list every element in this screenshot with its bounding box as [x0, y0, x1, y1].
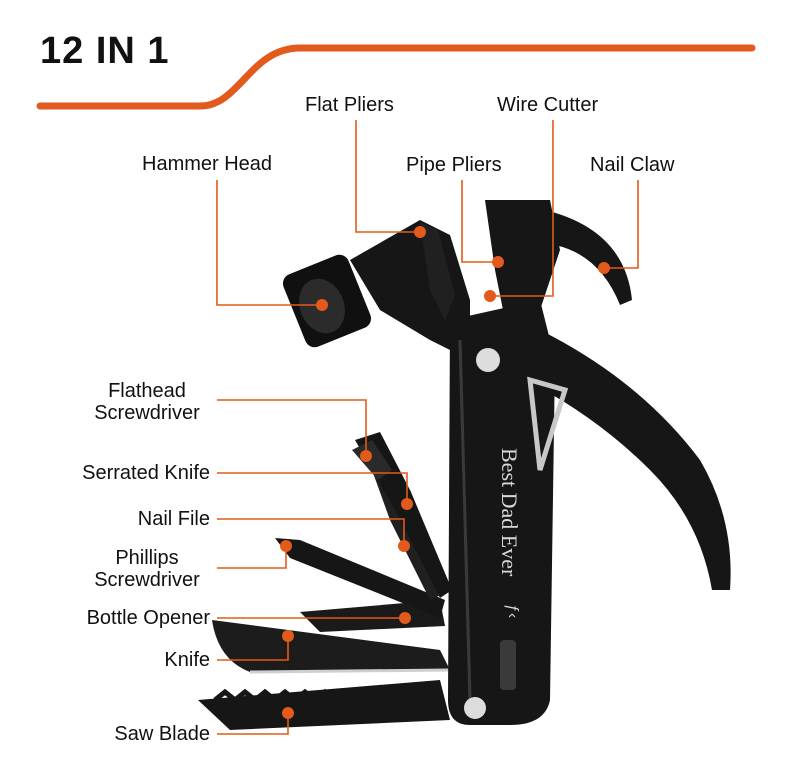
nail-claw-dot	[598, 262, 610, 274]
handle-lock-slider	[500, 640, 516, 690]
label-phillips-line2: Screwdriver	[94, 569, 200, 591]
knife-blade	[212, 620, 450, 672]
handle-screw-top	[476, 348, 500, 372]
handle-screw-bottom	[464, 697, 486, 719]
flathead-dot	[360, 450, 372, 462]
label-phillips-screwdriver: Phillips Screwdriver	[82, 547, 212, 591]
bottle-opener-dot	[399, 612, 411, 624]
flat-pliers-leader	[355, 120, 420, 233]
pipe-pliers-leader	[461, 180, 498, 263]
nail-file-leader	[217, 518, 405, 544]
phillips-dot	[280, 540, 292, 552]
label-nail-claw: Nail Claw	[590, 154, 675, 176]
handle-highlight	[458, 339, 472, 701]
nail-file-dot	[398, 540, 410, 552]
label-wire-cutter: Wire Cutter	[497, 94, 599, 116]
tool-handle	[448, 300, 555, 725]
label-hammer-head: Hammer Head	[142, 153, 273, 175]
pipe-pliers-dot	[492, 256, 504, 268]
nail-claw	[545, 210, 632, 305]
label-knife: Knife	[164, 649, 210, 671]
header-curve	[36, 44, 756, 110]
saw-teeth	[213, 688, 397, 704]
label-saw-blade: Saw Blade	[114, 723, 210, 745]
phillips-leader	[217, 548, 287, 569]
label-nail-file: Nail File	[137, 508, 210, 530]
bottle-opener	[300, 600, 445, 632]
flathead-screwdriver	[352, 440, 392, 480]
flat-pliers-dot	[414, 226, 426, 238]
knife-dot	[282, 630, 294, 642]
knife-edge	[249, 668, 451, 674]
label-flathead-screwdriver: Flathead Screwdriver	[82, 380, 212, 424]
label-flat-pliers: Flat Pliers	[305, 94, 394, 116]
label-flathead-line2: Screwdriver	[94, 402, 200, 424]
multitool-illustration	[198, 200, 731, 730]
saw-blade-dot	[282, 707, 294, 719]
label-pipe-pliers: Pipe Pliers	[406, 154, 502, 176]
label-flathead-line1: Flathead	[108, 380, 186, 402]
hammer-head-dot	[316, 299, 328, 311]
page-title: 12 IN 1	[40, 30, 170, 72]
handle-mark: ƒ‹	[504, 604, 521, 618]
carabiner-clip	[527, 376, 569, 471]
label-bottle-opener: Bottle Opener	[86, 607, 210, 629]
saw-blade	[198, 680, 450, 730]
serrated-knife-leader	[217, 472, 408, 502]
hammer-claw-handle	[535, 330, 731, 590]
label-phillips-line1: Phillips	[115, 547, 179, 569]
serrated-knife-dot	[401, 498, 413, 510]
wire-cutter-leader	[490, 120, 554, 297]
callout-dots	[280, 226, 610, 719]
phillips-screwdriver	[275, 538, 445, 618]
label-serrated-knife: Serrated Knife	[82, 462, 210, 484]
handle-engraving: Best Dad Ever	[497, 448, 522, 577]
flat-pliers-jaw	[420, 222, 455, 320]
wire-cutter-dot	[484, 290, 496, 302]
knife-leader	[217, 637, 289, 661]
saw-blade-leader	[217, 714, 289, 735]
hammer-head-leader	[216, 180, 320, 306]
flathead-leader	[217, 399, 367, 452]
pliers-jaw	[485, 200, 560, 320]
nail-claw-leader	[604, 180, 639, 269]
callout-lines	[216, 120, 639, 735]
